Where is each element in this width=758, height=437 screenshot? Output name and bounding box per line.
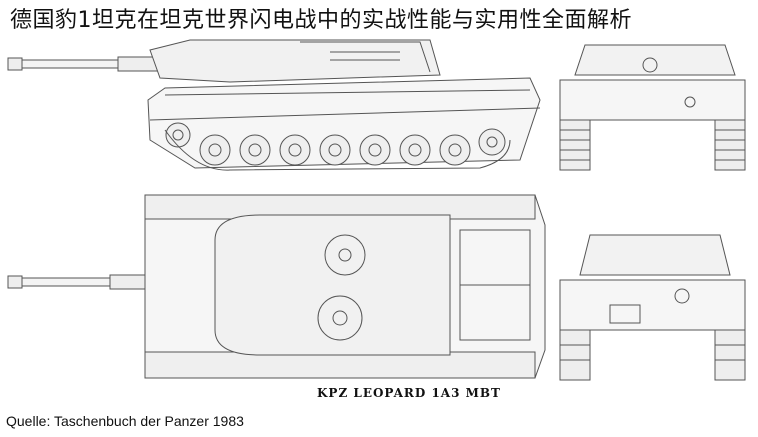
source-credit: Quelle: Taschenbuch der Panzer 1983 bbox=[6, 413, 244, 429]
front-view bbox=[560, 45, 745, 170]
tank-blueprint bbox=[0, 30, 758, 385]
rear-view bbox=[560, 235, 745, 380]
side-view bbox=[8, 40, 540, 170]
top-view bbox=[8, 195, 545, 378]
page-title: 德国豹1坦克在坦克世界闪电战中的实战性能与实用性全面解析 bbox=[10, 8, 632, 33]
drawing-caption: KPZ LEOPARD 1A3 MBT bbox=[317, 386, 501, 400]
